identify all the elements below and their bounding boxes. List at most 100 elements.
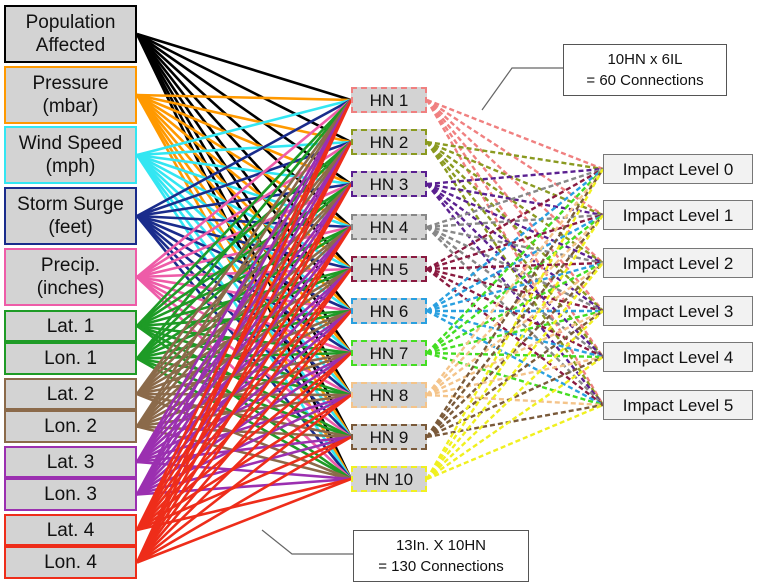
edge-in12-hn7	[136, 393, 352, 564]
hidden-node-6: HN 6	[351, 298, 427, 324]
edge-hn9-il0	[425, 168, 605, 480]
edge-hn0-il1	[426, 98, 604, 217]
callout-top-pointer	[481, 67, 563, 111]
edge-in1-hn0	[136, 93, 352, 102]
edge-in7-hn0	[135, 99, 353, 395]
input-node-8-label: Lon. 2	[44, 416, 97, 437]
edge-hn6-il2	[426, 261, 604, 355]
input-node-10: Lon. 3	[4, 478, 137, 511]
hidden-node-5: HN 5	[351, 256, 427, 282]
impact-level-node-4: Impact Level 4	[603, 342, 753, 372]
edge-hn2-il1	[426, 182, 604, 217]
edge-hn7-il3	[426, 309, 604, 397]
callout-input-hidden-count: 13In. X 10HN = 130 Connections	[353, 530, 529, 582]
input-node-8: Lon. 2	[4, 410, 137, 443]
hidden-node-3-label: HN 3	[369, 174, 409, 194]
edge-in12-hn2	[135, 183, 353, 564]
edge-in10-hn1	[135, 141, 353, 496]
edge-hn4-il0	[426, 167, 604, 271]
hidden-node-9: HN 9	[351, 424, 427, 450]
impact-level-node-0: Impact Level 0	[603, 154, 753, 184]
edge-hn3-il0	[426, 167, 604, 229]
edge-hn1-il2	[426, 141, 604, 264]
edge-hn2-il5	[426, 183, 604, 406]
input-node-3: Storm Surge (feet)	[4, 187, 137, 245]
impact-level-node-1: Impact Level 1	[603, 200, 753, 230]
impact-level-node-0-label: Impact Level 0	[622, 159, 734, 179]
edge-in8-hn0	[135, 99, 353, 428]
edge-hn5-il2	[426, 261, 604, 313]
edge-in3-hn0	[136, 98, 352, 218]
edge-hn5-il5	[426, 309, 604, 407]
edge-hn3-il5	[426, 226, 604, 406]
edge-in9-hn2	[135, 183, 353, 463]
hidden-node-2: HN 2	[351, 129, 427, 155]
edge-hn5-il0	[426, 168, 604, 312]
edge-in0-hn1	[136, 32, 352, 144]
edge-hn0-il5	[425, 99, 605, 406]
hidden-node-8: HN 8	[351, 382, 427, 408]
edge-hn8-il2	[426, 262, 604, 438]
hidden-node-4-label: HN 4	[369, 217, 409, 237]
hidden-node-7-label: HN 7	[369, 343, 409, 363]
edge-in11-hn0	[135, 99, 353, 531]
input-node-0: Population Affected	[4, 5, 137, 63]
edge-in10-hn3	[135, 226, 353, 496]
edge-in12-hn1	[135, 141, 353, 564]
hidden-node-10-label: HN 10	[364, 469, 414, 489]
edge-in1-hn5	[136, 94, 352, 312]
hidden-node-3: HN 3	[351, 171, 427, 197]
edge-hn5-il1	[426, 213, 604, 313]
hidden-node-1: HN 1	[351, 87, 427, 113]
hidden-node-1-label: HN 1	[369, 90, 409, 110]
edge-hn0-il4	[426, 99, 604, 358]
edge-in9-hn1	[135, 141, 353, 463]
edge-hn1-il3	[426, 141, 604, 312]
edge-in7-hn3	[136, 225, 352, 396]
edge-hn1-il4	[426, 141, 604, 358]
edge-hn3-il2	[426, 225, 604, 265]
edge-in12-hn3	[135, 226, 353, 564]
input-node-12-label: Lon. 4	[44, 552, 97, 573]
edge-in11-hn2	[135, 183, 353, 531]
input-node-4-label: Precip. (inches)	[36, 255, 105, 299]
input-node-7-label: Lat. 2	[46, 383, 95, 405]
impact-level-node-3: Impact Level 3	[603, 296, 753, 326]
edge-hn4-il5	[426, 268, 604, 406]
edge-in12-hn6	[136, 352, 352, 564]
edge-in11-hn1	[135, 141, 353, 531]
input-node-11: Lat. 4	[4, 514, 137, 546]
input-node-1: Pressure (mbar)	[4, 66, 137, 124]
edge-in5-hn0	[136, 99, 352, 327]
input-node-6: Lon. 1	[4, 342, 137, 375]
edge-in8-hn2	[136, 183, 352, 428]
hidden-node-8-label: HN 8	[369, 385, 409, 405]
edge-hn8-il4	[426, 355, 604, 439]
edge-hn6-il3	[426, 309, 604, 355]
input-node-3-label: Storm Surge (feet)	[17, 194, 124, 238]
input-node-5-label: Lat. 1	[46, 315, 95, 337]
input-node-5: Lat. 1	[4, 310, 137, 342]
edge-hn4-il4	[426, 267, 604, 359]
edge-in2-hn0	[136, 98, 352, 157]
edge-in8-hn3	[136, 226, 352, 428]
input-node-2-label: Wind Speed (mph)	[18, 133, 123, 177]
edge-hn8-il3	[426, 310, 604, 438]
hidden-node-4: HN 4	[351, 214, 427, 240]
hidden-node-2-label: HN 2	[369, 132, 409, 152]
edge-hn9-il2	[426, 262, 604, 480]
edge-hn8-il0	[425, 168, 605, 438]
edge-in2-hn3	[136, 153, 352, 229]
edge-hn5-il4	[426, 309, 604, 359]
edge-in12-hn8	[136, 435, 352, 564]
edge-hn3-il3	[426, 225, 604, 313]
impact-level-node-5-label: Impact Level 5	[622, 395, 734, 415]
callout-bottom-pointer	[261, 529, 353, 555]
edge-hn4-il2	[426, 261, 604, 271]
edge-hn2-il2	[426, 182, 604, 265]
edge-hn2-il4	[426, 183, 604, 358]
impact-level-node-1-label: Impact Level 1	[622, 205, 734, 225]
input-node-12: Lon. 4	[4, 546, 137, 579]
hidden-node-9-label: HN 9	[369, 427, 409, 447]
